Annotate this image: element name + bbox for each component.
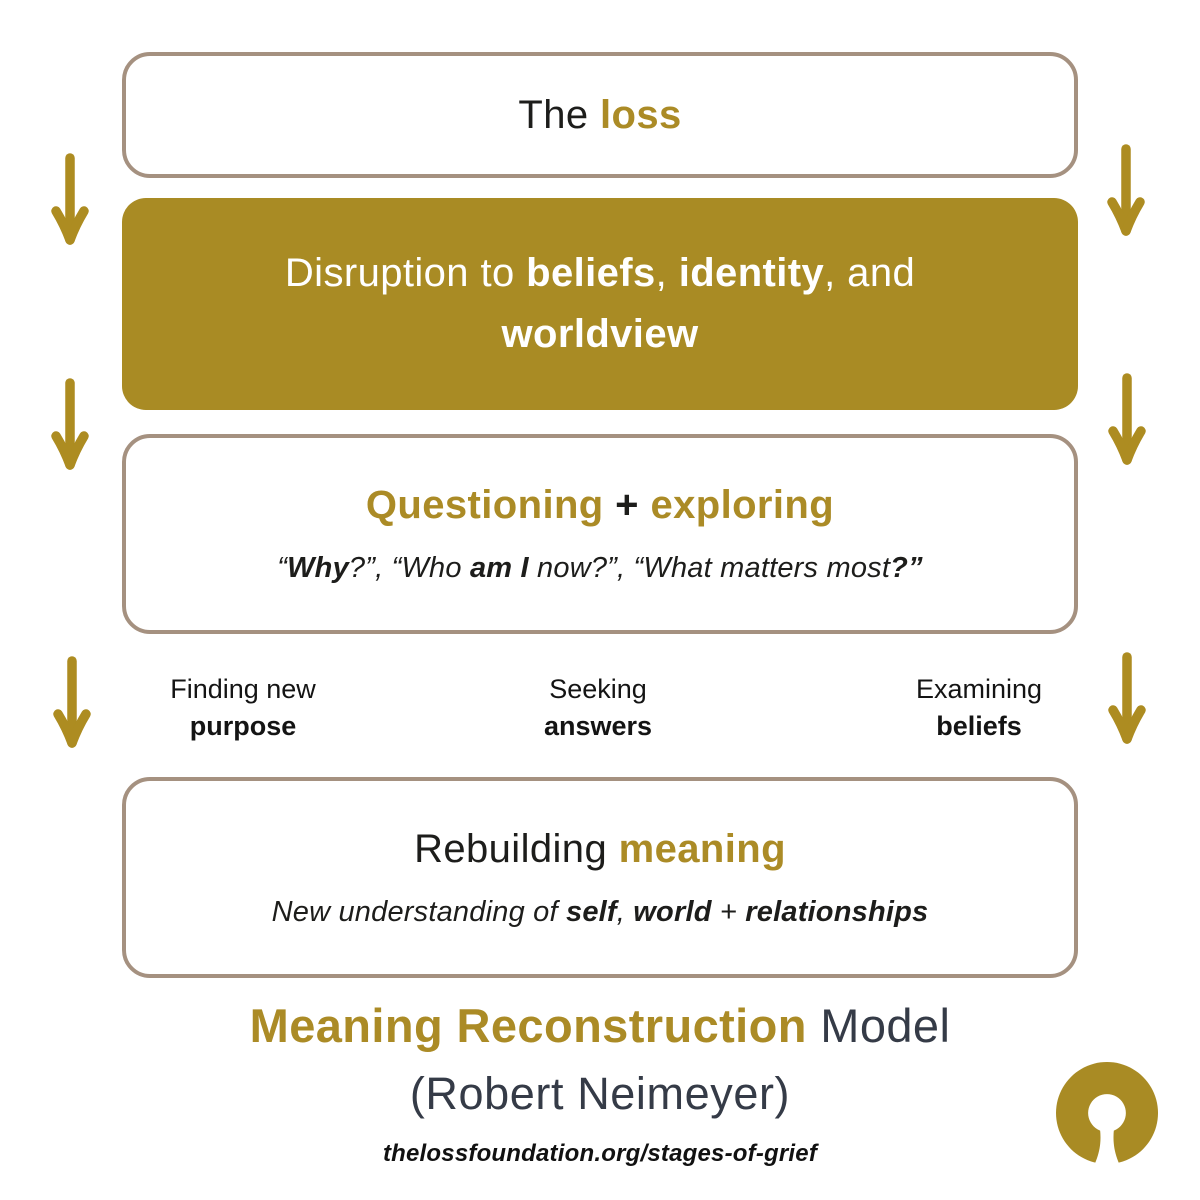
questioning-quotes: “Why?”, “Who am I now?”, “What matters m…	[277, 552, 923, 585]
loss-foundation-logo-icon	[1056, 1062, 1158, 1164]
stage-label-line2: answers	[543, 711, 653, 741]
disruption-and: , and	[824, 251, 916, 295]
model-title-rest: Model	[806, 999, 951, 1052]
disruption-worldview: worldview	[501, 312, 699, 356]
quote-seg: now?”, “What matters	[528, 552, 827, 584]
plus-sign: +	[603, 483, 651, 527]
stage-examining-beliefs: Examining beliefs	[916, 671, 1042, 745]
down-arrow-icon	[1107, 144, 1145, 236]
subtitle-seg: ,	[616, 895, 634, 928]
quote-seg: am I	[469, 552, 529, 584]
questioning-word: Questioning	[365, 483, 604, 527]
rebuilding-box: Rebuilding meaning New understanding of …	[122, 777, 1078, 978]
quote-seg: Why	[287, 552, 349, 584]
quote-seg: most	[826, 552, 891, 584]
disruption-line1: Disruption to beliefs, identity, and	[285, 243, 915, 304]
author-name: (Robert Neimeyer)	[409, 1068, 791, 1119]
disruption-beliefs: beliefs	[526, 251, 656, 295]
subtitle-seg: relationships	[745, 895, 929, 928]
rebuilding-text: Rebuilding	[414, 826, 619, 871]
subtitle-seg: world	[633, 895, 712, 928]
subtitle-seg: self	[566, 895, 617, 928]
exploring-word: exploring	[650, 483, 835, 527]
disruption-identity: identity	[678, 251, 825, 295]
down-arrow-icon	[1108, 373, 1146, 465]
stage-seeking-answers: Seeking answers	[544, 671, 652, 745]
disruption-text: Disruption to	[284, 251, 527, 295]
down-arrow-icon	[51, 378, 89, 470]
quote-seg: ?”	[890, 552, 923, 584]
loss-box: The loss	[122, 52, 1078, 178]
loss-box-highlight: loss	[600, 92, 682, 137]
rebuilding-title: Rebuilding meaning	[414, 827, 786, 872]
questioning-title: Questioning + exploring	[366, 483, 834, 528]
down-arrow-icon	[53, 656, 91, 748]
stage-label-line2: purpose	[189, 711, 297, 741]
rebuilding-highlight: meaning	[618, 826, 786, 871]
quote-seg: ?”, “Who	[348, 552, 470, 584]
stage-label-line1: Finding new	[170, 674, 316, 704]
down-arrow-icon	[51, 153, 89, 245]
loss-box-text: The	[518, 92, 600, 137]
subtitle-seg: New understanding of	[271, 895, 566, 928]
stage-label-line2: beliefs	[936, 711, 1022, 741]
disruption-comma: ,	[655, 251, 679, 295]
subtitle-seg: +	[711, 895, 746, 928]
rebuilding-subtitle: New understanding of self, world + relat…	[272, 896, 929, 929]
website-url: thelossfoundation.org/stages-of-grief	[382, 1140, 818, 1167]
questioning-box: Questioning + exploring “Why?”, “Who am …	[122, 434, 1078, 634]
down-arrow-icon	[1108, 652, 1146, 744]
stage-label-line1: Seeking	[549, 674, 647, 704]
stage-finding-new-purpose: Finding new purpose	[170, 671, 316, 745]
quote-seg: “	[277, 552, 288, 584]
loss-box-title: The loss	[518, 93, 681, 138]
stage-label-line1: Examining	[915, 674, 1043, 704]
model-title: Meaning Reconstruction Model	[0, 998, 1200, 1053]
model-title-highlight: Meaning Reconstruction	[249, 999, 807, 1052]
disruption-box: Disruption to beliefs, identity, and wor…	[122, 198, 1078, 410]
